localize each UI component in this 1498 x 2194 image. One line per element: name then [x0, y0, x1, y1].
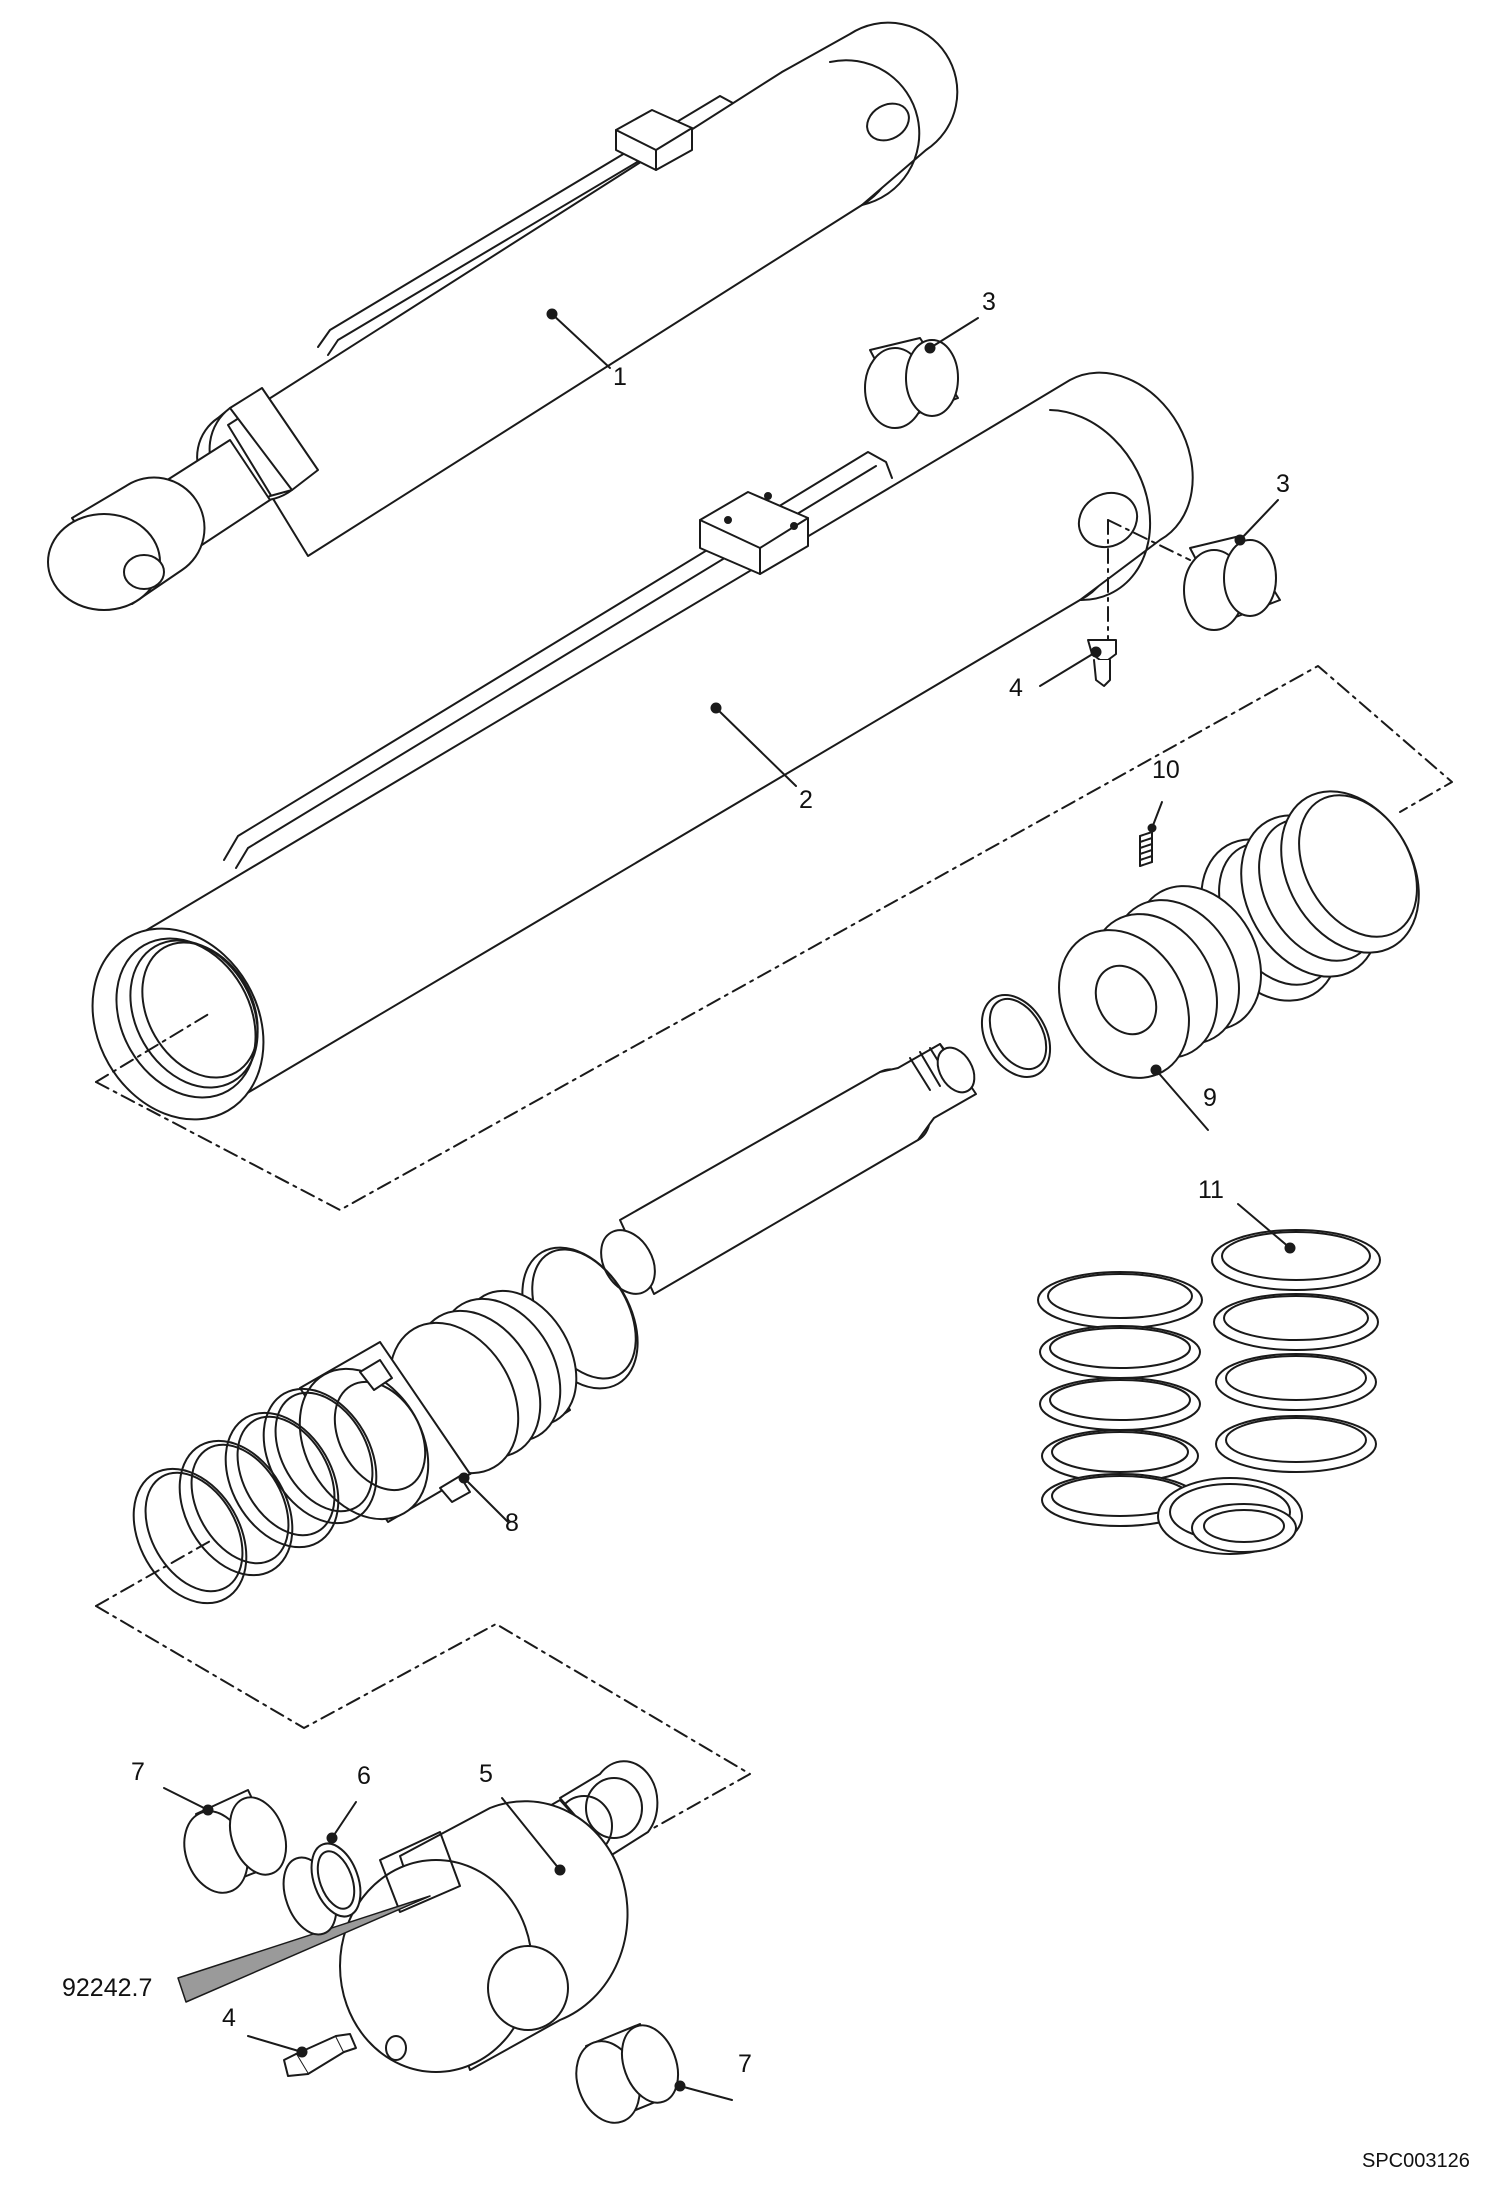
callout-2: 2: [799, 786, 813, 814]
part-2-barrel: [91, 371, 1194, 1121]
callout-9: 9: [1203, 1084, 1217, 1112]
part-4-grease-fitting-upper: [1039, 639, 1117, 687]
reference-pointer: [177, 1895, 431, 2003]
callout-4-lower: 4: [222, 2004, 236, 2032]
callout-6: 6: [357, 1762, 371, 1790]
callout-3-lower: 3: [1276, 470, 1290, 498]
part-4-grease-fitting-lower: [247, 2033, 357, 2077]
part-8-gland: [298, 1289, 578, 1523]
part-10-spring: [1139, 801, 1163, 867]
callout-7-upper: 7: [131, 1758, 145, 1786]
callout-11: 11: [1198, 1176, 1224, 1204]
callout-4-upper: 4: [1009, 674, 1023, 702]
reference-label: 92242.7: [62, 1974, 153, 2002]
piston-rod: [600, 1043, 977, 1295]
callout-1: 1: [613, 363, 627, 391]
callout-3-upper: 3: [982, 288, 996, 316]
part-11-seal-kit: [1037, 1203, 1381, 1555]
part-6-bearing: [282, 1801, 362, 1936]
part-7-bushing-upper: [163, 1787, 288, 1894]
part-7-bushing-lower: [575, 2023, 733, 2124]
piston-o-ring: [980, 994, 1052, 1078]
callout-10: 10: [1152, 756, 1180, 784]
piston-seal-rings: [1200, 790, 1420, 1002]
part-3-bushing-lower: [1183, 499, 1281, 631]
callout-5: 5: [479, 1760, 493, 1788]
callout-8: 8: [505, 1509, 519, 1537]
callout-7-lower: 7: [738, 2050, 752, 2078]
drawing-code: SPC003126: [1362, 2150, 1470, 2172]
part-1-cylinder-assembly: [47, 21, 959, 611]
gland-seal-rings: [132, 1387, 378, 1605]
part-5-rod-eye: [339, 1760, 659, 2073]
part-9-piston: [1058, 885, 1262, 1131]
part-3-bushing-upper: [864, 317, 979, 429]
